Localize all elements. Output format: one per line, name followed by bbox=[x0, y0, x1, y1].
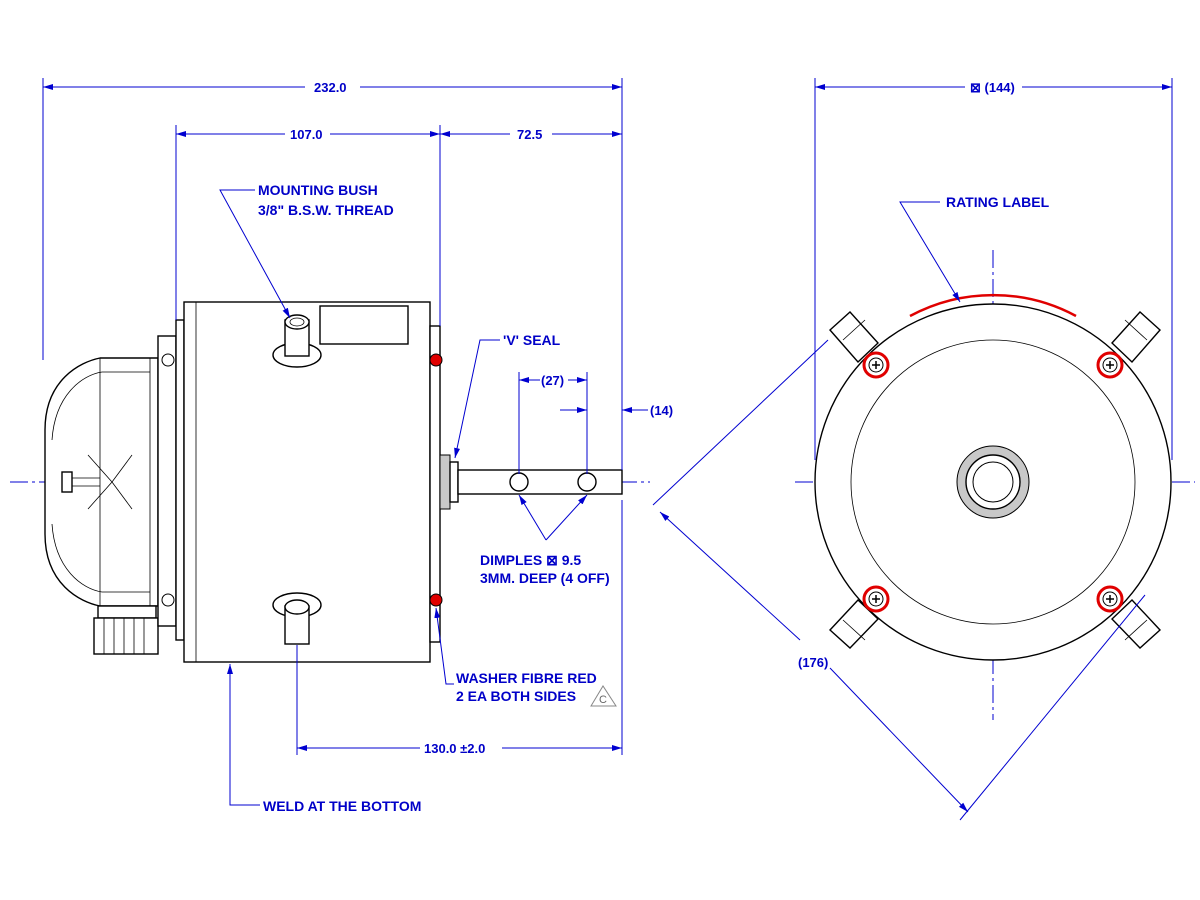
screw-bottom-right bbox=[1096, 585, 1124, 613]
dim-dimple-spacing: (27) bbox=[541, 373, 564, 388]
screw-top-left bbox=[862, 351, 890, 379]
note-mounting-bush: MOUNTING BUSH bbox=[258, 182, 378, 198]
shaft-end bbox=[972, 461, 1014, 503]
washer-fibre-red-bottom bbox=[429, 593, 443, 607]
v-seal bbox=[439, 454, 451, 510]
mounting-bush-bottom bbox=[272, 592, 322, 645]
note-v-seal: 'V' SEAL bbox=[503, 332, 561, 348]
shaft bbox=[457, 469, 623, 495]
mounting-lug-top-left bbox=[829, 311, 879, 364]
rating-label-arc bbox=[909, 293, 1077, 318]
dim-mount-to-shaft-end: 130.0 ±2.0 bbox=[424, 741, 485, 756]
screw-bottom-left bbox=[862, 585, 890, 613]
dim-body-length: 107.0 bbox=[290, 127, 323, 142]
housing-inner bbox=[850, 339, 1136, 625]
dim-shaft-tip-offset: (14) bbox=[650, 403, 673, 418]
mounting-bush-top bbox=[272, 314, 322, 368]
dimension-lines-end bbox=[652, 78, 1173, 821]
screw-top-right bbox=[1096, 351, 1124, 379]
mounting-lug-bottom-left bbox=[829, 599, 879, 649]
dim-flange-width: ⊠ (144) bbox=[970, 80, 1015, 95]
end-cap bbox=[44, 357, 159, 607]
washer-fibre-red-top bbox=[429, 353, 443, 367]
cable-gland bbox=[93, 605, 159, 655]
dim-shaft-extension: 72.5 bbox=[517, 127, 542, 142]
revision-mark: C bbox=[599, 694, 607, 706]
side-view: C 232.0 107.0 72.5 (27) (14) 130.0 ±2.0 … bbox=[10, 78, 673, 814]
note-washer-sides: 2 EA BOTH SIDES bbox=[456, 688, 576, 704]
note-rating-label: RATING LABEL bbox=[946, 194, 1050, 210]
end-view: ⊠ (144) (176) RATING LABEL bbox=[652, 78, 1195, 821]
dim-overall-length: 232.0 bbox=[314, 80, 347, 95]
note-washer: WASHER FIBRE RED bbox=[456, 670, 597, 686]
note-dimples-depth: 3MM. DEEP (4 OFF) bbox=[480, 570, 610, 586]
dimension-lines-side bbox=[42, 78, 648, 806]
note-mounting-bush-thread: 3/8" B.S.W. THREAD bbox=[258, 202, 394, 218]
dim-flange-diagonal: (176) bbox=[798, 655, 828, 670]
revision-triangle: C bbox=[590, 685, 617, 707]
rear-flange bbox=[157, 335, 177, 627]
mounting-lug-bottom-right bbox=[1111, 599, 1161, 649]
note-weld: WELD AT THE BOTTOM bbox=[263, 798, 421, 814]
note-dimples: DIMPLES ⊠ 9.5 bbox=[480, 552, 581, 568]
mounting-lug-top-right bbox=[1111, 311, 1161, 364]
